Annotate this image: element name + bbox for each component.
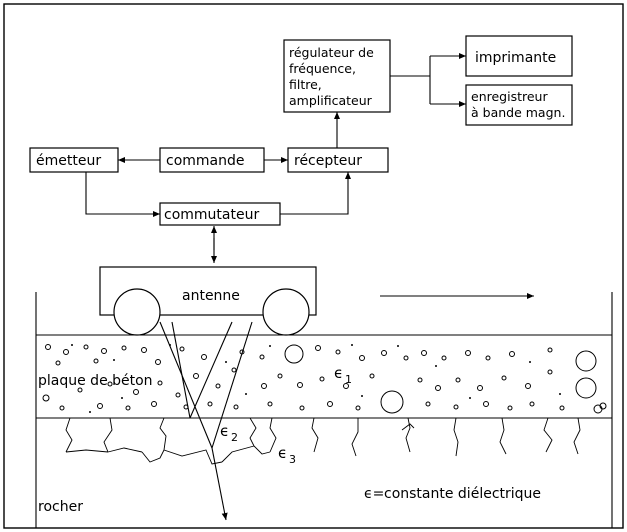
ground-outline xyxy=(35,292,613,528)
commutateur-label: commutateur xyxy=(164,207,259,223)
commande-label: commande xyxy=(166,153,245,169)
regulateur-line-2: fréquence, xyxy=(289,61,356,76)
block-enregistreur: enregistreur à bande magn. xyxy=(465,84,573,126)
concrete-aggregate xyxy=(42,344,607,414)
epsilon-3: ϵ 3 xyxy=(278,444,296,466)
emetteur-label: émetteur xyxy=(36,153,101,169)
block-connections xyxy=(85,53,466,263)
label-rocher: rocher xyxy=(38,499,83,515)
svg-text:fréquence,: fréquence, xyxy=(289,61,356,76)
antenna-cart: antenne xyxy=(99,266,317,336)
svg-text:régulateur de: régulateur de xyxy=(289,45,374,60)
svg-text:amplificateur: amplificateur xyxy=(289,93,373,108)
block-emetteur: émetteur xyxy=(29,147,119,173)
imprimante-label: imprimante xyxy=(475,50,556,66)
wheel-left xyxy=(113,288,161,336)
block-regulateur: régulateur de fréquence, filtre, amplifi… xyxy=(283,39,391,113)
antenne-label: antenne xyxy=(182,288,240,304)
block-commande: commande xyxy=(159,147,265,173)
svg-text:1: 1 xyxy=(345,373,352,386)
epsilon-2: ϵ 2 xyxy=(220,422,238,444)
regulateur-line-3: filtre, xyxy=(289,77,322,92)
block-commutateur: commutateur xyxy=(159,202,281,226)
block-recepteur: récepteur xyxy=(287,147,389,173)
svg-text:ϵ: ϵ xyxy=(220,422,229,440)
legend-text: constante diélectrique xyxy=(384,486,541,502)
ray-paths xyxy=(159,321,253,521)
svg-text:ϵ: ϵ xyxy=(334,364,343,382)
enregistreur-line-2: à bande magn. xyxy=(471,105,565,120)
concrete-dots xyxy=(71,344,561,413)
svg-text:3: 3 xyxy=(289,453,296,466)
epsilon-legend: ϵ= constante diélectrique xyxy=(364,486,541,502)
svg-text:ϵ: ϵ xyxy=(278,444,287,462)
block-imprimante: imprimante xyxy=(465,35,573,77)
regulateur-line-4: amplificateur xyxy=(289,93,373,108)
label-beton: plaque de béton xyxy=(38,373,153,389)
recepteur-label: récepteur xyxy=(294,153,362,169)
enregistreur-line-1: enregistreur xyxy=(471,89,548,104)
svg-text:2: 2 xyxy=(231,431,238,444)
svg-text:filtre,: filtre, xyxy=(289,77,322,92)
regulateur-line-1: régulateur de xyxy=(289,45,374,60)
rock-texture xyxy=(65,417,581,465)
wheel-right xyxy=(262,288,310,336)
outer-frame xyxy=(3,3,624,529)
epsilon-1: ϵ 1 xyxy=(334,364,352,386)
legend-symbol: ϵ= xyxy=(364,486,384,502)
